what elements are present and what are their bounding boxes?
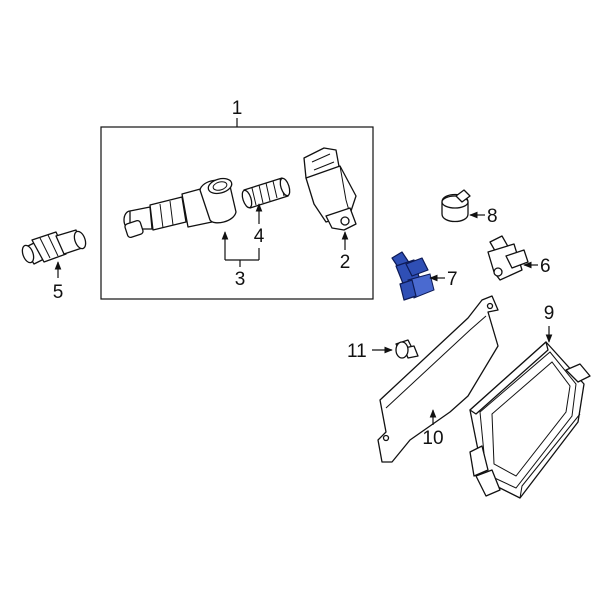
- bolt-part[interactable]: [395, 339, 419, 359]
- callout-8[interactable]: 8: [487, 206, 498, 227]
- temperature-sensor-part[interactable]: [20, 229, 88, 265]
- ecm-module-part[interactable]: [469, 341, 591, 499]
- callout-6[interactable]: 6: [540, 256, 551, 277]
- ecm-bracket-part[interactable]: [377, 295, 499, 463]
- callout-5[interactable]: 5: [53, 282, 64, 303]
- callout-10[interactable]: 10: [422, 428, 443, 449]
- callout-1[interactable]: 1: [232, 98, 243, 119]
- callout-11[interactable]: 11: [347, 341, 367, 362]
- callout-9[interactable]: 9: [544, 303, 555, 324]
- ignition-spring-part[interactable]: [240, 177, 291, 209]
- callout-3[interactable]: 3: [235, 269, 246, 290]
- ignition-coil-part[interactable]: [303, 147, 357, 231]
- callout-2[interactable]: 2: [340, 252, 351, 273]
- camshaft-sensor-part[interactable]: [487, 235, 529, 281]
- ignition-coil-boot-part[interactable]: [123, 176, 237, 238]
- knock-sensor-part[interactable]: [441, 189, 471, 223]
- callout-4[interactable]: 4: [254, 226, 265, 247]
- callout-7[interactable]: 7: [447, 269, 458, 290]
- crankshaft-position-sensor-part[interactable]: [391, 251, 435, 301]
